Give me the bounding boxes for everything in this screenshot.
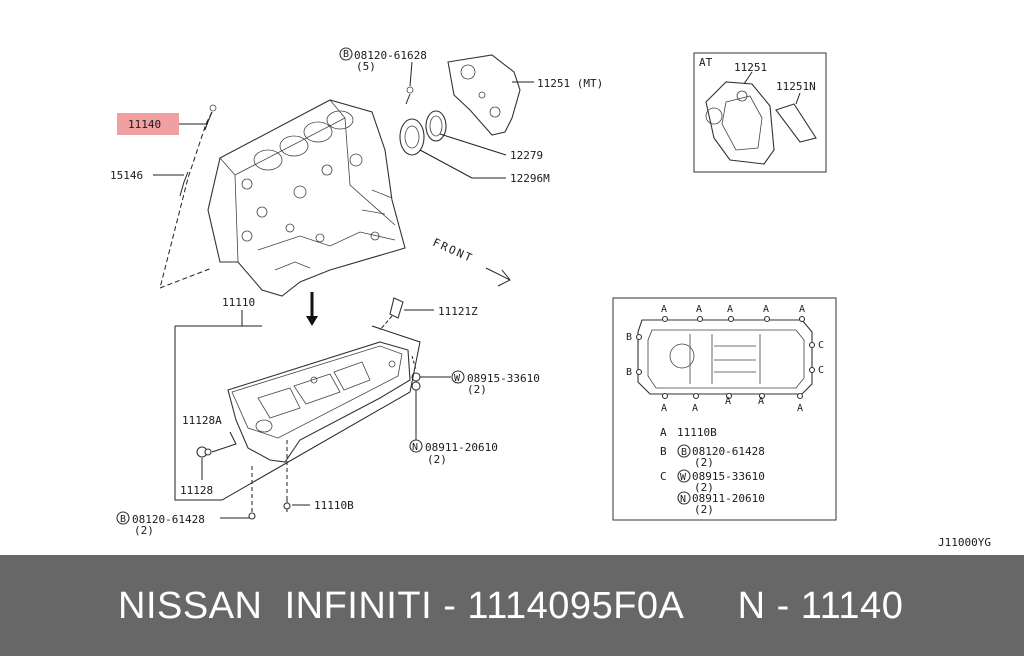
legend-marker-7: A <box>725 396 731 407</box>
label-11128: 11128 <box>180 484 213 497</box>
legend-box: A A A A A A A A A A B B C C A 11110B B B… <box>612 297 837 521</box>
nut-callout: N 08911-20610 (2) <box>409 390 498 466</box>
legend-key-c: C <box>660 470 667 483</box>
legend-marker-13: C <box>818 365 824 376</box>
legend-text-b: 08120-61428 <box>692 445 765 458</box>
at-label-11251: 11251 <box>734 61 767 74</box>
legend-marker-6: A <box>692 403 698 414</box>
legend-marker-10: B <box>626 332 632 343</box>
legend-marker-4: A <box>799 304 805 315</box>
bolt-callout-top: B 08120-61628 (5) <box>339 47 427 87</box>
washer-symbol: W <box>454 373 461 384</box>
down-arrow-icon <box>306 292 318 326</box>
legend-text-n: 08911-20610 <box>692 492 765 505</box>
label-11140: 11140 <box>128 118 161 131</box>
pan-assembly-bracket <box>174 325 421 501</box>
washer-code: 08915-33610 <box>467 372 540 385</box>
dipstick-assembly <box>159 104 217 289</box>
legend-marker-1: A <box>696 304 702 315</box>
bolt-qty-top: (5) <box>356 60 376 73</box>
nut-code: 08911-20610 <box>425 441 498 454</box>
rear-plate <box>399 54 521 156</box>
nut-symbol: N <box>412 442 418 453</box>
oil-pan <box>227 341 411 463</box>
front-label: FRONT <box>431 236 476 265</box>
legend-marker-11: B <box>626 367 632 378</box>
legend-marker-8: A <box>758 396 764 407</box>
diagram-code: J11000YG <box>938 536 991 549</box>
legend-marker-12: C <box>818 340 824 351</box>
label-11110b: 11110B <box>314 499 354 512</box>
legend-marker-2: A <box>727 304 733 315</box>
label-11121z: 11121Z <box>438 305 478 318</box>
legend-marker-15: W <box>680 472 687 483</box>
bolt-symbol-bottom: B <box>120 514 126 525</box>
legend-key-b: B <box>660 445 667 458</box>
label-11128a: 11128A <box>182 414 222 427</box>
legend-text-c: 08915-33610 <box>692 470 765 483</box>
legend-marker-9: A <box>797 403 803 414</box>
bolt-code-bottom: 08120-61428 <box>132 513 205 526</box>
nut-qty: (2) <box>427 453 447 466</box>
footer-banner: NISSAN INFINITI - 1114095F0A N - 11140 <box>0 555 1024 656</box>
at-label-11251n: 11251N <box>776 80 816 93</box>
parts-diagram: FRONT 11140 15146 B 08120-61628 (5) 1125… <box>110 47 991 549</box>
at-title: AT <box>699 56 713 69</box>
legend-key-a: A <box>660 426 667 439</box>
legend-marker-16: N <box>680 494 686 505</box>
legend-marker-3: A <box>763 304 769 315</box>
bolt-qty-bottom: (2) <box>134 524 154 537</box>
legend-text-a: 11110B <box>677 426 717 439</box>
legend-qty-n: (2) <box>694 503 714 516</box>
label-12296m: 12296M <box>510 172 550 185</box>
highlight-11140 <box>117 113 179 135</box>
bolt-callout-bottom: B 08120-61428 (2) <box>116 511 249 537</box>
legend-marker-0: A <box>661 304 667 315</box>
oil-level-sensor <box>379 297 404 331</box>
bolt-code-top: 08120-61628 <box>354 49 427 62</box>
fasteners <box>196 355 421 520</box>
washer-callout: W 08915-33610 (2) <box>420 370 540 396</box>
label-11251-mt: 11251 (MT) <box>537 77 603 90</box>
label-15146: 15146 <box>110 169 143 182</box>
at-inset-box: AT 11251 11251N <box>693 52 827 173</box>
legend-marker-5: A <box>661 403 667 414</box>
front-arrow-icon: FRONT <box>431 236 511 287</box>
cylinder-block <box>207 99 406 297</box>
bolt-symbol-top: B <box>343 49 349 60</box>
washer-qty: (2) <box>467 383 487 396</box>
legend-qty-b: (2) <box>694 456 714 469</box>
legend-qty-c: (2) <box>694 481 714 494</box>
footer-part-number: NISSAN INFINITI - 1114095F0A N - 11140 <box>118 585 904 627</box>
legend-marker-14: B <box>681 447 687 458</box>
label-12279: 12279 <box>510 149 543 162</box>
label-11110: 11110 <box>222 296 255 309</box>
